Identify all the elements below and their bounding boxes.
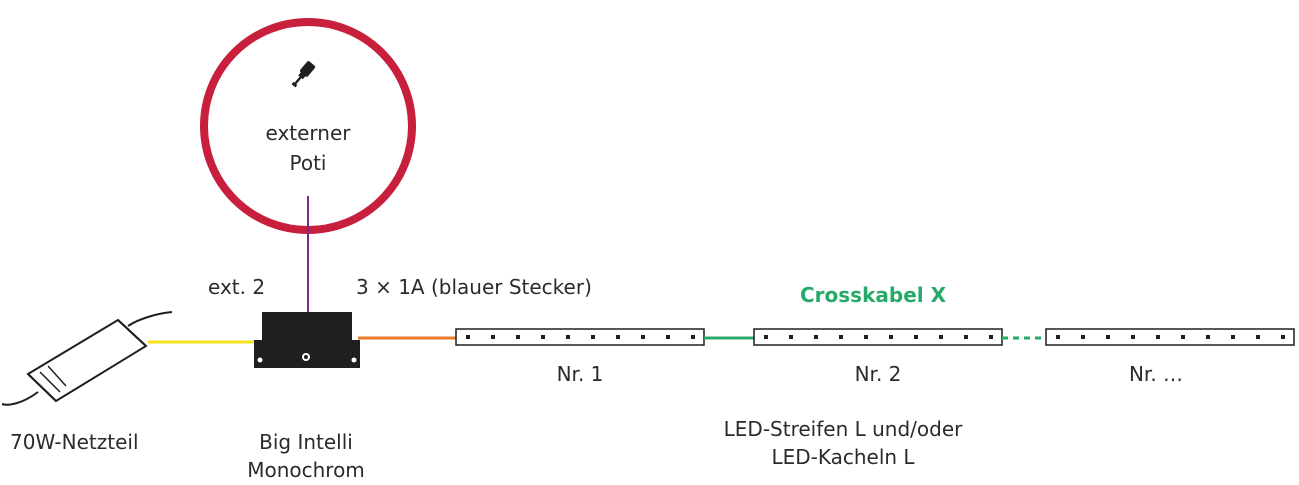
poti-label-line1: externer <box>265 121 351 145</box>
potentiometer-knob-icon <box>291 61 316 88</box>
controller-label-line1: Big Intelli <box>259 430 353 454</box>
crosskabel-label: Crosskabel X <box>800 283 947 307</box>
strip-2-label: Nr. 2 <box>854 362 902 386</box>
power-supply-icon <box>26 318 148 403</box>
controller-box-icon <box>254 312 360 368</box>
strips-description-line1: LED-Streifen L und/oder <box>723 417 963 441</box>
psu-mains-cable <box>127 311 173 327</box>
ext-port-label: ext. 2 <box>208 275 266 299</box>
strips-description-line2: LED-Kacheln L <box>771 445 915 469</box>
controller-label-line2: Monochrom <box>247 458 365 482</box>
psu-mains-cable-end <box>1 391 39 406</box>
output-port-label: 3 × 1A (blauer Stecker) <box>356 275 592 299</box>
led-strip-2 <box>753 328 1003 346</box>
led-strip-1 <box>455 328 705 346</box>
psu-label: 70W-Netzteil <box>10 430 139 454</box>
strip-3-label: Nr. … <box>1128 362 1184 386</box>
poti-label-line2: Poti <box>289 151 327 175</box>
strip-1-label: Nr. 1 <box>556 362 604 386</box>
led-strip-3 <box>1045 328 1295 346</box>
